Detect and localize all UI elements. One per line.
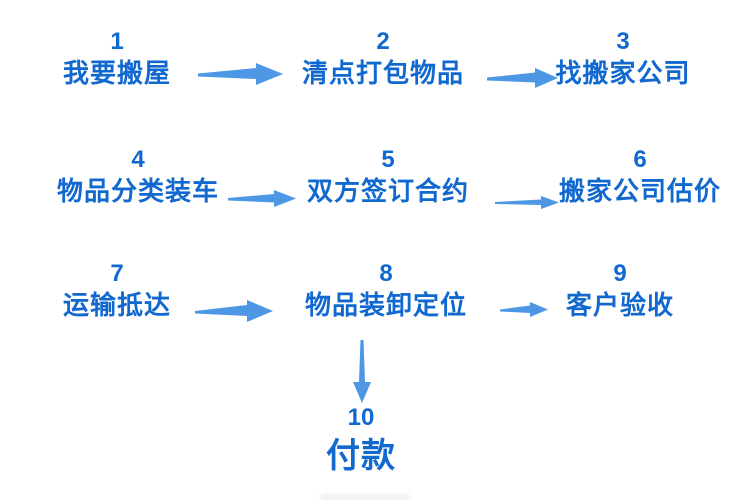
step-number: 1 (110, 28, 124, 55)
arrow-step-1-to-2-icon (198, 63, 283, 85)
step-number: 2 (376, 28, 390, 55)
step-3-find-mover: 3 找搬家公司 (543, 28, 703, 88)
step-9-customer-accept: 9 客户验收 (540, 260, 700, 320)
step-number: 4 (131, 146, 145, 173)
arrow-step-8-to-9-icon (500, 302, 548, 317)
step-number: 10 (347, 404, 375, 431)
step-number: 9 (613, 260, 627, 287)
arrow-step-4-to-5-icon (228, 190, 296, 207)
step-number: 3 (616, 28, 630, 55)
step-label: 清点打包物品 (302, 58, 465, 88)
step-2-inventory-pack: 2 清点打包物品 (302, 28, 465, 88)
step-label: 付款 (326, 437, 396, 475)
step-number: 7 (110, 260, 124, 287)
step-number: 6 (633, 146, 647, 173)
step-label: 物品分类装车 (57, 176, 220, 206)
step-4-sort-load: 4 物品分类装车 (57, 146, 220, 206)
step-10-payment: 10 付款 (281, 404, 441, 476)
arrow-step-5-to-6-icon (495, 196, 559, 209)
arrow-step-2-to-3-icon (487, 68, 558, 88)
step-1-my-move: 1 我要搬屋 (37, 28, 197, 88)
step-label: 客户验收 (565, 290, 674, 320)
step-label: 我要搬屋 (62, 58, 171, 88)
step-label: 找搬家公司 (555, 58, 691, 88)
step-label: 运输抵达 (62, 290, 171, 320)
arrow-step-7-to-8-icon (195, 300, 273, 322)
step-label: 双方签订合约 (307, 176, 470, 206)
faint-bottom-artifact (320, 494, 410, 500)
step-7-transport-arrive: 7 运输抵达 (37, 260, 197, 320)
step-number: 5 (381, 146, 395, 173)
step-label: 搬家公司估价 (559, 176, 722, 206)
step-8-unload-position: 8 物品装卸定位 (305, 260, 468, 320)
step-5-sign-contract: 5 双方签订合约 (307, 146, 470, 206)
arrow-step-8-to-10-icon (353, 340, 371, 403)
step-label: 物品装卸定位 (305, 290, 468, 320)
step-6-mover-estimate: 6 搬家公司估价 (559, 146, 722, 206)
step-number: 8 (379, 260, 393, 287)
